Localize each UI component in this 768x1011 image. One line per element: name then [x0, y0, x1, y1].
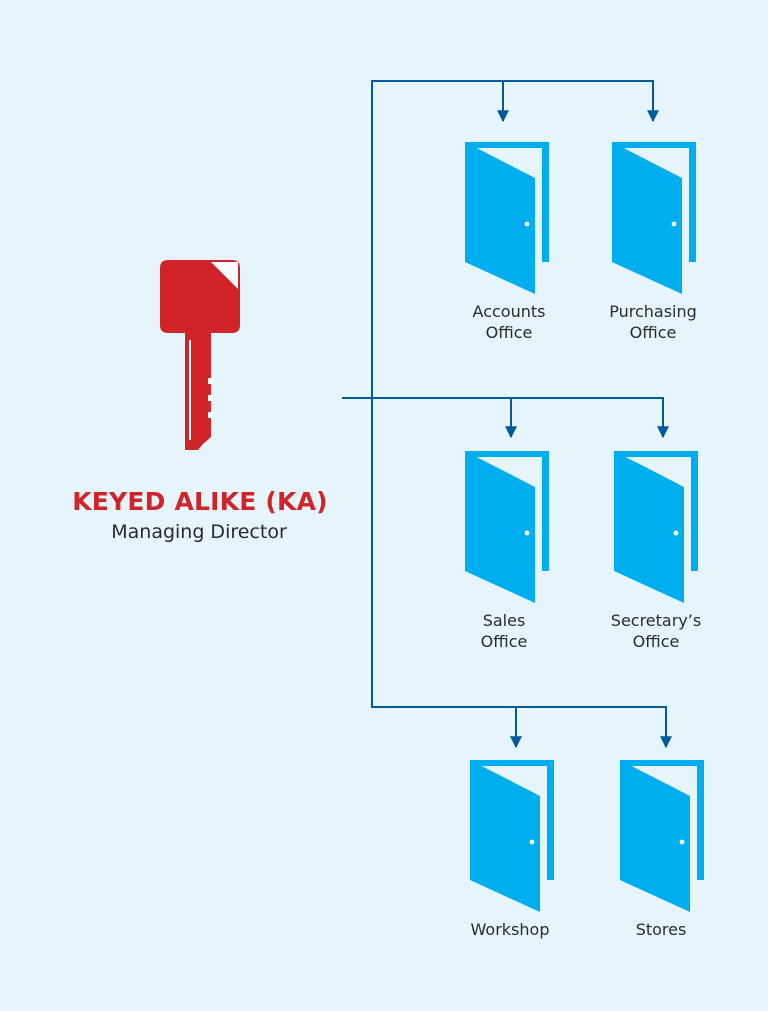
door-label-line: Secretary’s — [610, 611, 702, 630]
key-icon — [160, 260, 240, 450]
door-icon — [614, 451, 698, 603]
connector-lines — [342, 80, 672, 749]
door-label-line: Stores — [635, 920, 687, 939]
door-icon — [620, 760, 704, 912]
door-label-purchasing: Purchasing Office — [573, 301, 733, 343]
door-label-accounts: Accounts Office — [429, 301, 589, 343]
door-label-line: Workshop — [470, 920, 550, 939]
door-label-line: Accounts — [472, 302, 546, 321]
key-title: KEYED ALIKE (KA) — [72, 487, 328, 516]
door-label-line: Office — [480, 632, 528, 651]
door-label-secretary: Secretary’s Office — [576, 610, 736, 652]
door-label-line: Office — [485, 323, 533, 342]
door-icon — [470, 760, 554, 912]
door-icon — [612, 142, 696, 294]
door-icon — [465, 451, 549, 603]
door-label-line: Office — [632, 632, 680, 651]
door-label-stores: Stores — [581, 919, 741, 940]
door-label-line: Sales — [482, 611, 526, 630]
door-label-workshop: Workshop — [430, 919, 590, 940]
door-label-line: Purchasing — [609, 302, 697, 321]
door-label-line: Office — [629, 323, 677, 342]
door-label-sales: Sales Office — [424, 610, 584, 652]
door-icon — [465, 142, 549, 294]
key-subtitle: Managing Director — [111, 521, 287, 543]
